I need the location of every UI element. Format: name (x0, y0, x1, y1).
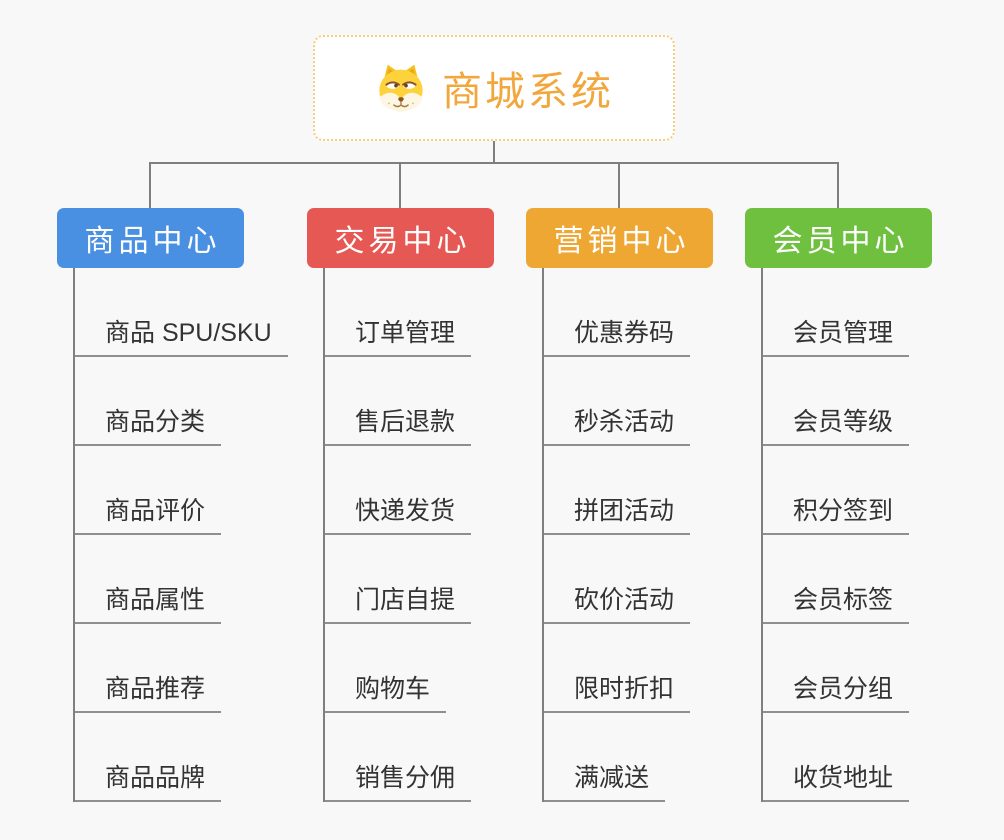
child-item: 拼团活动 (544, 446, 691, 535)
branch-2: 交易中心 订单管理 售后退款 快递发货 门店自提 购物车 销售分佣 (307, 162, 494, 802)
branch-label: 商品中心 (84, 225, 221, 258)
branch-label: 会员中心 (772, 225, 909, 258)
child-label[interactable]: 商品评价 (75, 496, 222, 535)
child-label[interactable]: 门店自提 (325, 585, 472, 624)
child-label[interactable]: 购物车 (325, 674, 447, 713)
branch-header[interactable]: 商品中心 (57, 208, 244, 268)
child-item: 收货地址 (763, 713, 910, 802)
child-item: 会员标签 (763, 535, 910, 624)
child-item: 限时折扣 (544, 624, 691, 713)
child-label[interactable]: 满减送 (544, 763, 666, 802)
branch-header[interactable]: 交易中心 (307, 208, 494, 268)
child-item: 商品推荐 (75, 624, 288, 713)
child-label[interactable]: 售后退款 (325, 407, 472, 446)
branch-header[interactable]: 营销中心 (526, 208, 713, 268)
child-label[interactable]: 商品分类 (75, 407, 222, 446)
connector-drop (399, 162, 401, 208)
child-label[interactable]: 商品 SPU/SKU (75, 318, 288, 357)
child-item: 商品评价 (75, 446, 288, 535)
child-label[interactable]: 限时折扣 (544, 674, 691, 713)
child-item: 门店自提 (325, 535, 472, 624)
child-item: 满减送 (544, 713, 690, 802)
child-label[interactable]: 商品属性 (75, 585, 222, 624)
branch-label: 营销中心 (553, 225, 690, 258)
child-label[interactable]: 会员标签 (763, 585, 910, 624)
child-item: 售后退款 (325, 357, 472, 446)
child-label[interactable]: 会员管理 (763, 318, 910, 357)
child-label[interactable]: 收货地址 (763, 763, 910, 802)
branch-children: 商品 SPU/SKU 商品分类 商品评价 商品属性 商品推荐 商品品牌 (73, 268, 288, 802)
child-label[interactable]: 快递发货 (325, 496, 472, 535)
branch-3: 营销中心 优惠券码 秒杀活动 拼团活动 砍价活动 限时折扣 满减送 (526, 162, 713, 802)
child-label[interactable]: 销售分佣 (325, 763, 472, 802)
branch-header[interactable]: 会员中心 (745, 208, 932, 268)
child-label[interactable]: 砍价活动 (544, 585, 691, 624)
connector-drop (149, 162, 151, 208)
child-item: 优惠券码 (544, 268, 691, 357)
child-item: 会员等级 (763, 357, 910, 446)
branch-children: 会员管理 会员等级 积分签到 会员标签 会员分组 收货地址 (761, 268, 910, 802)
child-item: 商品属性 (75, 535, 288, 624)
child-item: 会员分组 (763, 624, 910, 713)
child-label[interactable]: 秒杀活动 (544, 407, 691, 446)
connector-rail (149, 162, 839, 164)
child-item: 商品品牌 (75, 713, 288, 802)
child-label[interactable]: 商品推荐 (75, 674, 222, 713)
child-item: 积分签到 (763, 446, 910, 535)
child-item: 商品 SPU/SKU (75, 268, 288, 357)
branch-1: 商品中心 商品 SPU/SKU 商品分类 商品评价 商品属性 商品推荐 商品品牌 (57, 162, 288, 802)
child-label[interactable]: 积分签到 (763, 496, 910, 535)
child-item: 会员管理 (763, 268, 910, 357)
child-item: 订单管理 (325, 268, 472, 357)
child-item: 快递发货 (325, 446, 472, 535)
child-item: 销售分佣 (325, 713, 472, 802)
dog-icon (379, 64, 423, 112)
branch-label: 交易中心 (334, 225, 471, 258)
root-title: 商城系统 (442, 70, 614, 114)
child-label[interactable]: 会员分组 (763, 674, 910, 713)
branch-4: 会员中心 会员管理 会员等级 积分签到 会员标签 会员分组 收货地址 (745, 162, 932, 802)
child-item: 购物车 (325, 624, 471, 713)
branch-children: 订单管理 售后退款 快递发货 门店自提 购物车 销售分佣 (323, 268, 472, 802)
branch-children: 优惠券码 秒杀活动 拼团活动 砍价活动 限时折扣 满减送 (542, 268, 691, 802)
child-label[interactable]: 订单管理 (325, 318, 472, 357)
child-item: 商品分类 (75, 357, 288, 446)
child-label[interactable]: 商品品牌 (75, 763, 222, 802)
connector-drop (618, 162, 620, 208)
child-label[interactable]: 会员等级 (763, 407, 910, 446)
child-label[interactable]: 拼团活动 (544, 496, 691, 535)
child-label[interactable]: 优惠券码 (544, 318, 691, 357)
root-node[interactable]: 商城系统 (313, 35, 675, 141)
child-item: 秒杀活动 (544, 357, 691, 446)
connector-drop (837, 162, 839, 208)
child-item: 砍价活动 (544, 535, 691, 624)
connector-root-stem (493, 141, 495, 163)
